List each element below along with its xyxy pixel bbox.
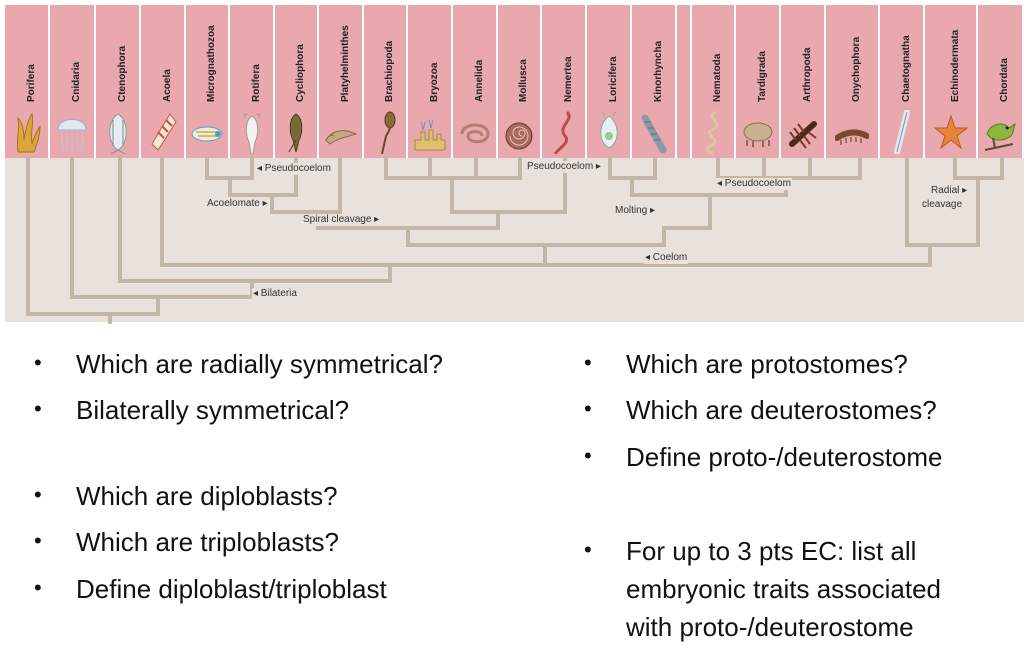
- branch-root: [26, 312, 160, 324]
- phylum-column-platyhelminthes: Platyhelminthes: [319, 5, 364, 158]
- question-define-stome: Define proto-/deuterostome: [626, 442, 943, 472]
- branch-ecdysozoa-tips: [608, 156, 862, 247]
- phylum-column-chordata: Chordata: [978, 5, 1024, 158]
- branch-eumetazoa: [70, 295, 254, 316]
- question-triploblasts: Which are triploblasts?: [76, 527, 339, 557]
- phylum-column-acoela: Acoela: [141, 5, 186, 158]
- question-extra-credit-line3: with proto-/deuterostome: [626, 612, 914, 642]
- nemertea-organism-icon: [547, 110, 581, 155]
- label-radial-cleavage-line1: Radial ▸: [930, 185, 969, 197]
- arthropoda-organism-icon: [786, 110, 820, 154]
- phylum-column-echinodermata: Echinodermata: [925, 5, 978, 158]
- rotifera-organism-icon: [235, 110, 269, 155]
- label-pseudocoelom-loricifera: Pseudocoelom ▸: [526, 161, 602, 173]
- chordata-organism-icon: [983, 110, 1017, 154]
- bullet-marker: •: [584, 350, 592, 375]
- tree-branches: [26, 156, 1004, 324]
- loricifera-organism-icon: [592, 110, 626, 154]
- branch-deuterostomia: [905, 156, 1004, 267]
- branch-spiral-cleavage: [316, 226, 500, 247]
- echinodermata-organism-icon: [933, 110, 968, 154]
- phylum-column-mollusca: Mollusca: [498, 5, 542, 158]
- onychophora-organism-icon: [834, 110, 870, 154]
- phylum-column-nematoda: Nematoda: [692, 5, 736, 158]
- phylum-column-porifera: Porifera: [5, 5, 50, 158]
- bullet-marker: •: [584, 537, 592, 562]
- phylum-column-loricifera: Loricifera: [587, 5, 632, 158]
- branch-lophotrochozoa-tips: [205, 156, 342, 230]
- label-bilateria: ◂ Bilateria: [252, 288, 298, 300]
- platyhelminthes-organism-icon: [324, 110, 358, 154]
- label-molting: Molting ▸: [614, 205, 657, 217]
- label-pseudocoelom-nematoda: ◂ Pseudocoelom: [716, 178, 792, 190]
- brachiopoda-organism-icon: [368, 110, 402, 155]
- phylum-column-kinorhyncha: Kinorhyncha: [632, 5, 677, 158]
- tree-background: [5, 158, 1024, 322]
- label-pseudocoelom-rotifera: ◂ Pseudocoelom: [256, 163, 332, 175]
- bullet-marker: •: [34, 528, 42, 553]
- phylum-column-nemertea: Nemertea: [542, 5, 587, 158]
- annelida-organism-icon: [458, 110, 492, 154]
- phylum-column-onychophora: Onychophora: [826, 5, 880, 158]
- phylum-column-tardigrada: Tardigrada: [736, 5, 781, 158]
- header-spacer: [677, 5, 692, 158]
- phylum-column-rotifera: Rotifera: [230, 5, 275, 158]
- bullet-marker: •: [584, 443, 592, 468]
- phylum-column-annelida: Annelida: [453, 5, 498, 158]
- phylum-column-arthropoda: Arthropoda: [781, 5, 826, 158]
- branch-protostomia: [406, 243, 666, 267]
- phylum-column-micrognathozoa: Micrognathozoa: [186, 5, 230, 158]
- chaetognatha-organism-icon: [885, 109, 919, 155]
- porifera-organism-icon: [10, 110, 44, 154]
- cnidaria-organism-icon: [55, 110, 89, 154]
- phylum-column-cnidaria: Cnidaria: [50, 5, 96, 158]
- branch-brachiopoda-group: [384, 156, 567, 230]
- question-define-blast: Define diploblast/triploblast: [76, 574, 387, 604]
- bullet-marker: •: [34, 482, 42, 507]
- phylum-column-bryozoa: Bryozoa: [408, 5, 453, 158]
- label-radial-cleavage-line2: cleavage: [921, 199, 964, 211]
- mollusca-organism-icon: [502, 110, 536, 154]
- question-extra-credit-line2: embryonic traits associated: [626, 574, 942, 604]
- label-spiral-cleavage: Spiral cleavage ▸: [302, 214, 381, 226]
- bryozoa-organism-icon: [413, 110, 447, 154]
- phylum-column-cycliophora: Cycliophora: [275, 5, 319, 158]
- cycliophora-organism-icon: [279, 110, 313, 154]
- micrognathozoa-organism-icon: [190, 110, 224, 154]
- branch-coelom-join: [160, 263, 932, 283]
- ctenophora-organism-icon: [101, 110, 135, 155]
- label-coelom: ◂ Coelom: [644, 252, 689, 264]
- question-diploblasts: Which are diploblasts?: [76, 481, 338, 511]
- question-bilateral-symmetry: Bilaterally symmetrical?: [76, 395, 350, 425]
- label-acoelomate: Acoelomate ▸: [206, 198, 269, 210]
- acoela-organism-icon: [146, 110, 180, 154]
- phylum-column-chaetognatha: Chaetognatha: [880, 5, 925, 158]
- nematoda-organism-icon: [696, 110, 730, 154]
- question-extra-credit-line1: For up to 3 pts EC: list all: [626, 536, 917, 566]
- bullet-marker: •: [584, 396, 592, 421]
- question-protostomes: Which are protostomes?: [626, 349, 908, 379]
- bullet-marker: •: [34, 350, 42, 375]
- question-radial-symmetry: Which are radially symmetrical?: [76, 349, 443, 379]
- tardigrada-organism-icon: [741, 110, 775, 154]
- bullet-marker: •: [34, 396, 42, 421]
- phylum-column-ctenophora: Ctenophora: [96, 5, 141, 158]
- question-deuterostomes: Which are deuterostomes?: [626, 395, 937, 425]
- kinorhyncha-organism-icon: [637, 110, 671, 154]
- phylum-column-brachiopoda: Brachiopoda: [364, 5, 408, 158]
- bullet-marker: •: [34, 575, 42, 600]
